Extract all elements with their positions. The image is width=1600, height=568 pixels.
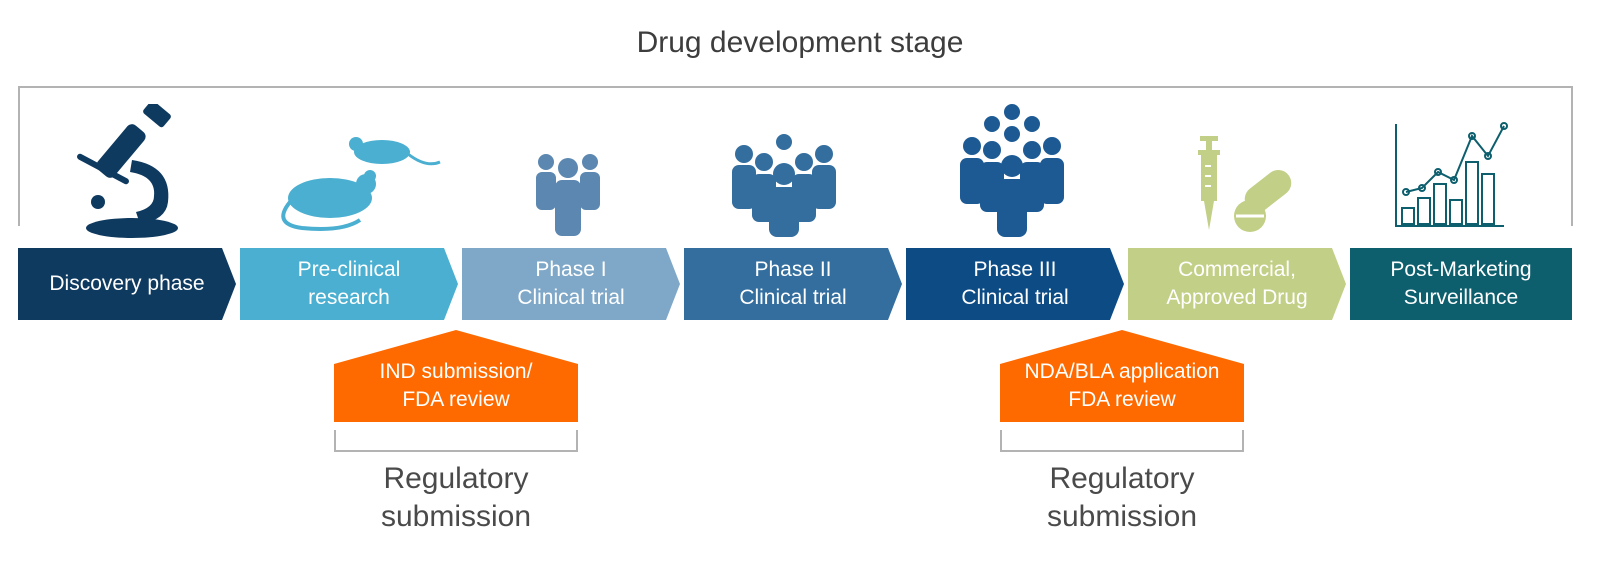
stage-label: Post-Marketing Surveillance: [1390, 258, 1532, 309]
stage-label: Phase III Clinical trial: [961, 258, 1069, 309]
medium-group-icon: [732, 134, 836, 237]
stage-commercial: Commercial, Approved Drug: [1128, 248, 1346, 320]
stage-label: Commercial, Approved Drug: [1166, 258, 1308, 309]
diagram-title: Drug development stage: [636, 26, 964, 59]
stage-label: Discovery phase: [49, 272, 205, 295]
microscope-icon: [77, 104, 178, 238]
regulatory-bracket: [334, 430, 578, 452]
small-group-icon: [536, 154, 600, 236]
top-bracket: [18, 86, 1573, 226]
stage-label: Pre-clinical research: [297, 258, 401, 309]
stage-label: Phase I Clinical trial: [517, 258, 625, 309]
stage-post-marketing: Post-Marketing Surveillance: [1350, 248, 1572, 320]
nda-bla-box: NDA/BLA application FDA review: [1000, 330, 1244, 422]
regulatory-caption: Regulatory submission: [380, 462, 532, 533]
mice-icon: [281, 137, 441, 231]
stage-label: Phase II Clinical trial: [739, 258, 847, 309]
bar-chart-icon: [1395, 122, 1508, 227]
stage-discovery: Discovery phase: [18, 248, 236, 320]
syringe-pill-icon: [1198, 136, 1292, 232]
stage-preclinical: Pre-clinical research: [240, 248, 458, 320]
regulatory-bracket: [1000, 430, 1244, 452]
ind-submission-box: IND submission/ FDA review: [334, 330, 578, 422]
stage-phase-3: Phase III Clinical trial: [906, 248, 1124, 320]
regulatory-caption: Regulatory submission: [1046, 462, 1198, 533]
reg-box-label: IND submission/ FDA review: [379, 360, 533, 411]
large-group-icon: [960, 104, 1064, 237]
stage-phase-1: Phase I Clinical trial: [462, 248, 680, 320]
reg-box-label: NDA/BLA application FDA review: [1024, 360, 1220, 411]
stage-phase-2: Phase II Clinical trial: [684, 248, 902, 320]
